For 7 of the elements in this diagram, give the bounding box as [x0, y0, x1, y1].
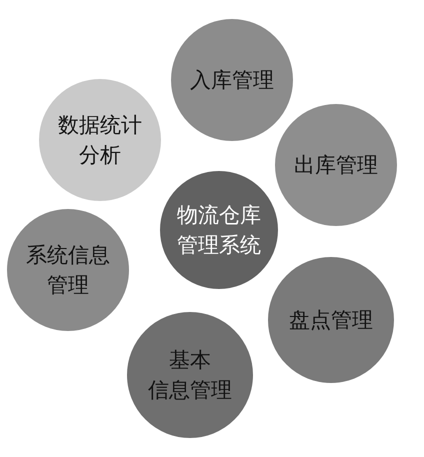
module-circle: 入库管理 — [168, 16, 296, 144]
module-circle: 基本信息管理 — [124, 309, 256, 441]
module-circle: 出库管理 — [272, 101, 400, 229]
module-circle: 数据统计分析 — [36, 76, 164, 204]
module-circle: 盘点管理 — [265, 254, 397, 386]
hub-circle: 物流仓库管理系统 — [157, 168, 281, 292]
module-circle: 系统信息管理 — [4, 206, 132, 334]
